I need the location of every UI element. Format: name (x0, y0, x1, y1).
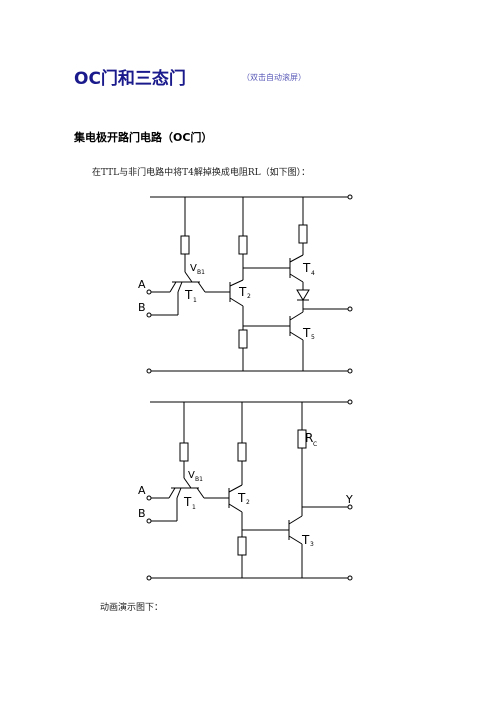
input-b-label: B (138, 507, 146, 520)
transistor-t4 (289, 254, 304, 283)
resistor-r4 (298, 224, 308, 244)
t3-subscript: 3 (310, 541, 314, 548)
circuit-diagram-1 (146, 194, 353, 374)
vb1-subscript: B1 (197, 269, 205, 276)
t4-label: T (302, 261, 311, 275)
transistor-t2 (228, 484, 243, 513)
t1-subscript: 1 (193, 297, 197, 304)
t1-subscript: 1 (192, 504, 196, 511)
t1-label: T (184, 288, 193, 302)
page-title: OC门和三态门 (74, 69, 186, 89)
transistor-t5 (289, 311, 304, 341)
transistor-t3 (288, 515, 303, 545)
input-a-label: A (138, 484, 146, 497)
intro-paragraph: 在TTL与非门电路中将T4解掉换成电阻RL（如下图）： (92, 168, 311, 178)
resistor-r3 (237, 536, 247, 556)
title-row: OC门和三态门 （双击自动滚屏） (74, 64, 404, 90)
resistor-r1 (179, 442, 189, 462)
resistor-r2 (238, 235, 248, 255)
t5-label: T (302, 326, 311, 340)
output-y-label: Y (345, 493, 353, 506)
rc-label: R (305, 431, 313, 445)
t2-subscript: 2 (246, 499, 250, 506)
transistor-t1 (169, 271, 206, 293)
t5-subscript: 5 (311, 334, 315, 341)
resistor-r2 (237, 442, 247, 462)
resistor-r1 (180, 235, 190, 255)
t2-label: T (238, 285, 247, 299)
input-b-label: B (138, 301, 146, 314)
vb1-subscript: B1 (195, 476, 203, 483)
vb1-label: V (188, 470, 195, 481)
t3-label: T (301, 533, 310, 547)
t2-label: T (237, 491, 246, 505)
transistor-t1 (168, 477, 205, 499)
diode-d (296, 289, 310, 301)
resistor-r3 (238, 329, 248, 349)
t4-subscript: 4 (311, 270, 315, 277)
section-heading: 集电极开路门电路（OC门） (74, 131, 213, 144)
t2-subscript: 2 (247, 293, 251, 300)
input-a-label: A (138, 278, 146, 291)
t1-label: T (183, 495, 192, 509)
transistor-t2 (229, 279, 244, 307)
rc-subscript: C (313, 441, 317, 448)
circuit-diagram-2 (146, 399, 353, 581)
auto-scroll-hint[interactable]: （双击自动滚屏） (242, 73, 306, 82)
animation-caption: 动画演示图下： (100, 603, 164, 613)
vb1-label: V (190, 263, 197, 274)
